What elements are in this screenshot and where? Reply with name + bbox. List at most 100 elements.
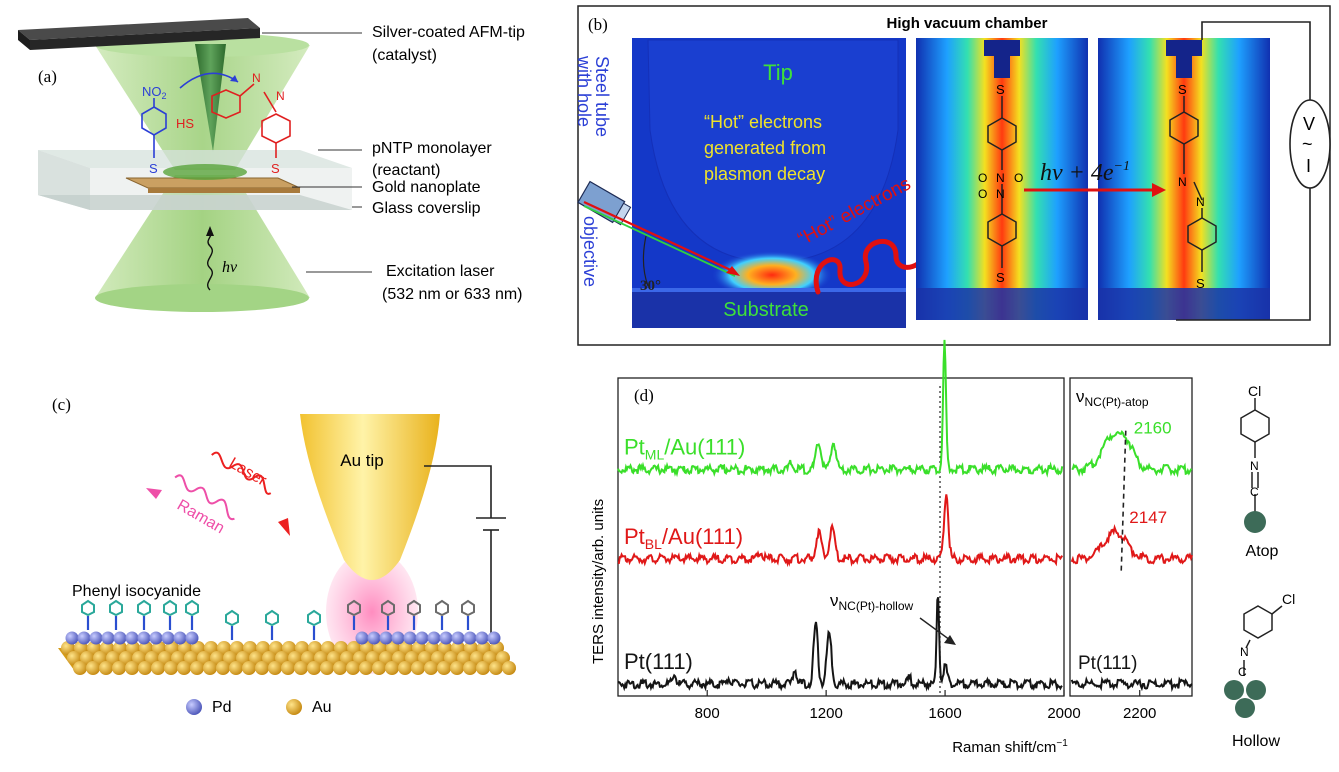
- au-atom: [411, 661, 425, 675]
- phenyl-ring: [407, 599, 421, 617]
- pd-atom: [391, 631, 405, 645]
- product-s-top: S: [1178, 82, 1187, 97]
- callout-laser-note: (532 nm or 633 nm): [382, 286, 523, 303]
- phenyl-isocyanide-molecule: [461, 599, 475, 630]
- phenyl-isocyanide-molecule: [163, 599, 177, 630]
- hollow-label: Hollow: [1232, 733, 1280, 750]
- spectrum-line-right-0: [1071, 429, 1193, 478]
- hollow-arrow-shaft: [919, 617, 951, 641]
- pd-atom: [415, 631, 429, 645]
- callout-laser: Excitation laser: [386, 263, 495, 280]
- phenyl-ring: [137, 599, 151, 617]
- conversion-arrow-head: [1152, 183, 1166, 197]
- series-label: PtBL/Au(111): [624, 524, 743, 552]
- atop-label: Atop: [1246, 543, 1279, 560]
- angle-arc: [642, 235, 649, 287]
- tip-hotspot: [712, 251, 832, 299]
- reactant-o-3: O: [978, 187, 987, 201]
- reactant-field-panel: [916, 38, 1088, 320]
- series-label: PtML/Au(111): [624, 435, 745, 463]
- au-atom: [450, 661, 464, 675]
- au-atom: [437, 661, 451, 675]
- phenyl-ring: [435, 599, 449, 617]
- panel-d: (d) TERS intensity/arb. units Raman shif…: [590, 339, 1295, 756]
- spectrum-line-right-2: [1070, 676, 1193, 693]
- reactant-n-2: N: [996, 187, 1005, 201]
- reactant-field-bottom: [916, 288, 1088, 320]
- phenyl-isocyanide-molecule: [407, 599, 421, 630]
- legend-au-swatch: [286, 699, 302, 715]
- reaction-label: hν + 4e−1: [1040, 159, 1130, 186]
- hollow-c: C: [1238, 665, 1247, 679]
- x-tick-label: 2000: [1047, 705, 1080, 722]
- phenyl-ring: [307, 609, 321, 627]
- cantilever-side: [30, 28, 260, 50]
- au-atom: [177, 661, 191, 675]
- hollow-pt-atom-1: [1224, 680, 1244, 700]
- meter-v: V: [1303, 114, 1315, 134]
- au-atom: [333, 661, 347, 675]
- pd-atom: [379, 631, 393, 645]
- left-molecule-pntp: [141, 98, 167, 158]
- reactant-o-2: O: [1014, 171, 1023, 185]
- au-atom: [359, 661, 373, 675]
- phenyl-isocyanide-molecule: [225, 609, 239, 640]
- au-atom: [320, 661, 334, 675]
- y-axis-label: TERS intensity/arb. units: [590, 499, 607, 664]
- with-hole-label: with hole: [574, 55, 594, 127]
- au-atom: [164, 661, 178, 675]
- incident-beam-arrowhead: [726, 266, 740, 276]
- photon-label: hν: [222, 259, 238, 276]
- phenyl-ring: [265, 609, 279, 627]
- reaction-arrow-head: [230, 75, 238, 82]
- au-atom: [242, 661, 256, 675]
- pd-atom: [463, 631, 477, 645]
- substrate-band: [632, 290, 906, 328]
- left-molecule-no2: NO2: [142, 84, 167, 101]
- steel-tube-label: Steel tube: [592, 56, 612, 137]
- objective-lens: [577, 180, 632, 226]
- phenyl-isocyanide-molecule: [347, 599, 361, 630]
- panel-d-label: (d): [634, 386, 654, 405]
- pd-atom: [403, 631, 417, 645]
- au-atom: [190, 661, 204, 675]
- gold-nanoplate-side: [148, 188, 300, 193]
- laser-focus-spot: [163, 164, 247, 180]
- pd-atom: [125, 631, 139, 645]
- reactant-molecule: [987, 96, 1017, 268]
- au-atom: [476, 661, 490, 675]
- legend-pd-swatch: [186, 699, 202, 715]
- hollow-arrow-head: [944, 635, 956, 645]
- phenyl-ring: [381, 599, 395, 617]
- phenyl-ring: [461, 599, 475, 617]
- au-atom: [372, 661, 386, 675]
- upper-beam-cone: [95, 45, 310, 170]
- atop-c: C: [1250, 485, 1259, 499]
- panel-a-callout-lines: [262, 32, 372, 273]
- photon-wave-arrowhead: [206, 226, 214, 236]
- product-s-bottom: S: [1196, 276, 1205, 291]
- panel-c: (c) Au tip Laser Raman Phenyl isocyanide…: [52, 395, 516, 716]
- plot-frame-left: [617, 377, 1065, 697]
- reactant-tip-stem: [994, 56, 1010, 78]
- substrate-band-top: [632, 288, 906, 292]
- laser-label: Laser: [226, 455, 270, 490]
- callout-coverslip: Glass coverslip: [372, 200, 481, 217]
- au-tip-cone: [300, 414, 440, 580]
- pd-island-right: [355, 631, 501, 645]
- reactant-s-top: S: [996, 82, 1005, 97]
- hollow-pt-atom-2: [1246, 680, 1266, 700]
- pd-atom: [77, 631, 91, 645]
- au-atom: [346, 661, 360, 675]
- panel-a: (a) NO2 S: [18, 18, 525, 312]
- right-molecule-n2: N: [276, 89, 285, 103]
- peak-shift-dashed-line: [1120, 430, 1127, 571]
- phenyl-isocyanide-molecule: [435, 599, 449, 630]
- hollow-structure: [1243, 605, 1283, 676]
- phenyl-isocyanide-molecule: [137, 599, 151, 630]
- au-atom: [73, 661, 87, 675]
- circuit-wires: [1176, 21, 1311, 321]
- callout-nanoplate: Gold nanoplate: [372, 179, 481, 196]
- meter-ellipse: [1289, 99, 1331, 189]
